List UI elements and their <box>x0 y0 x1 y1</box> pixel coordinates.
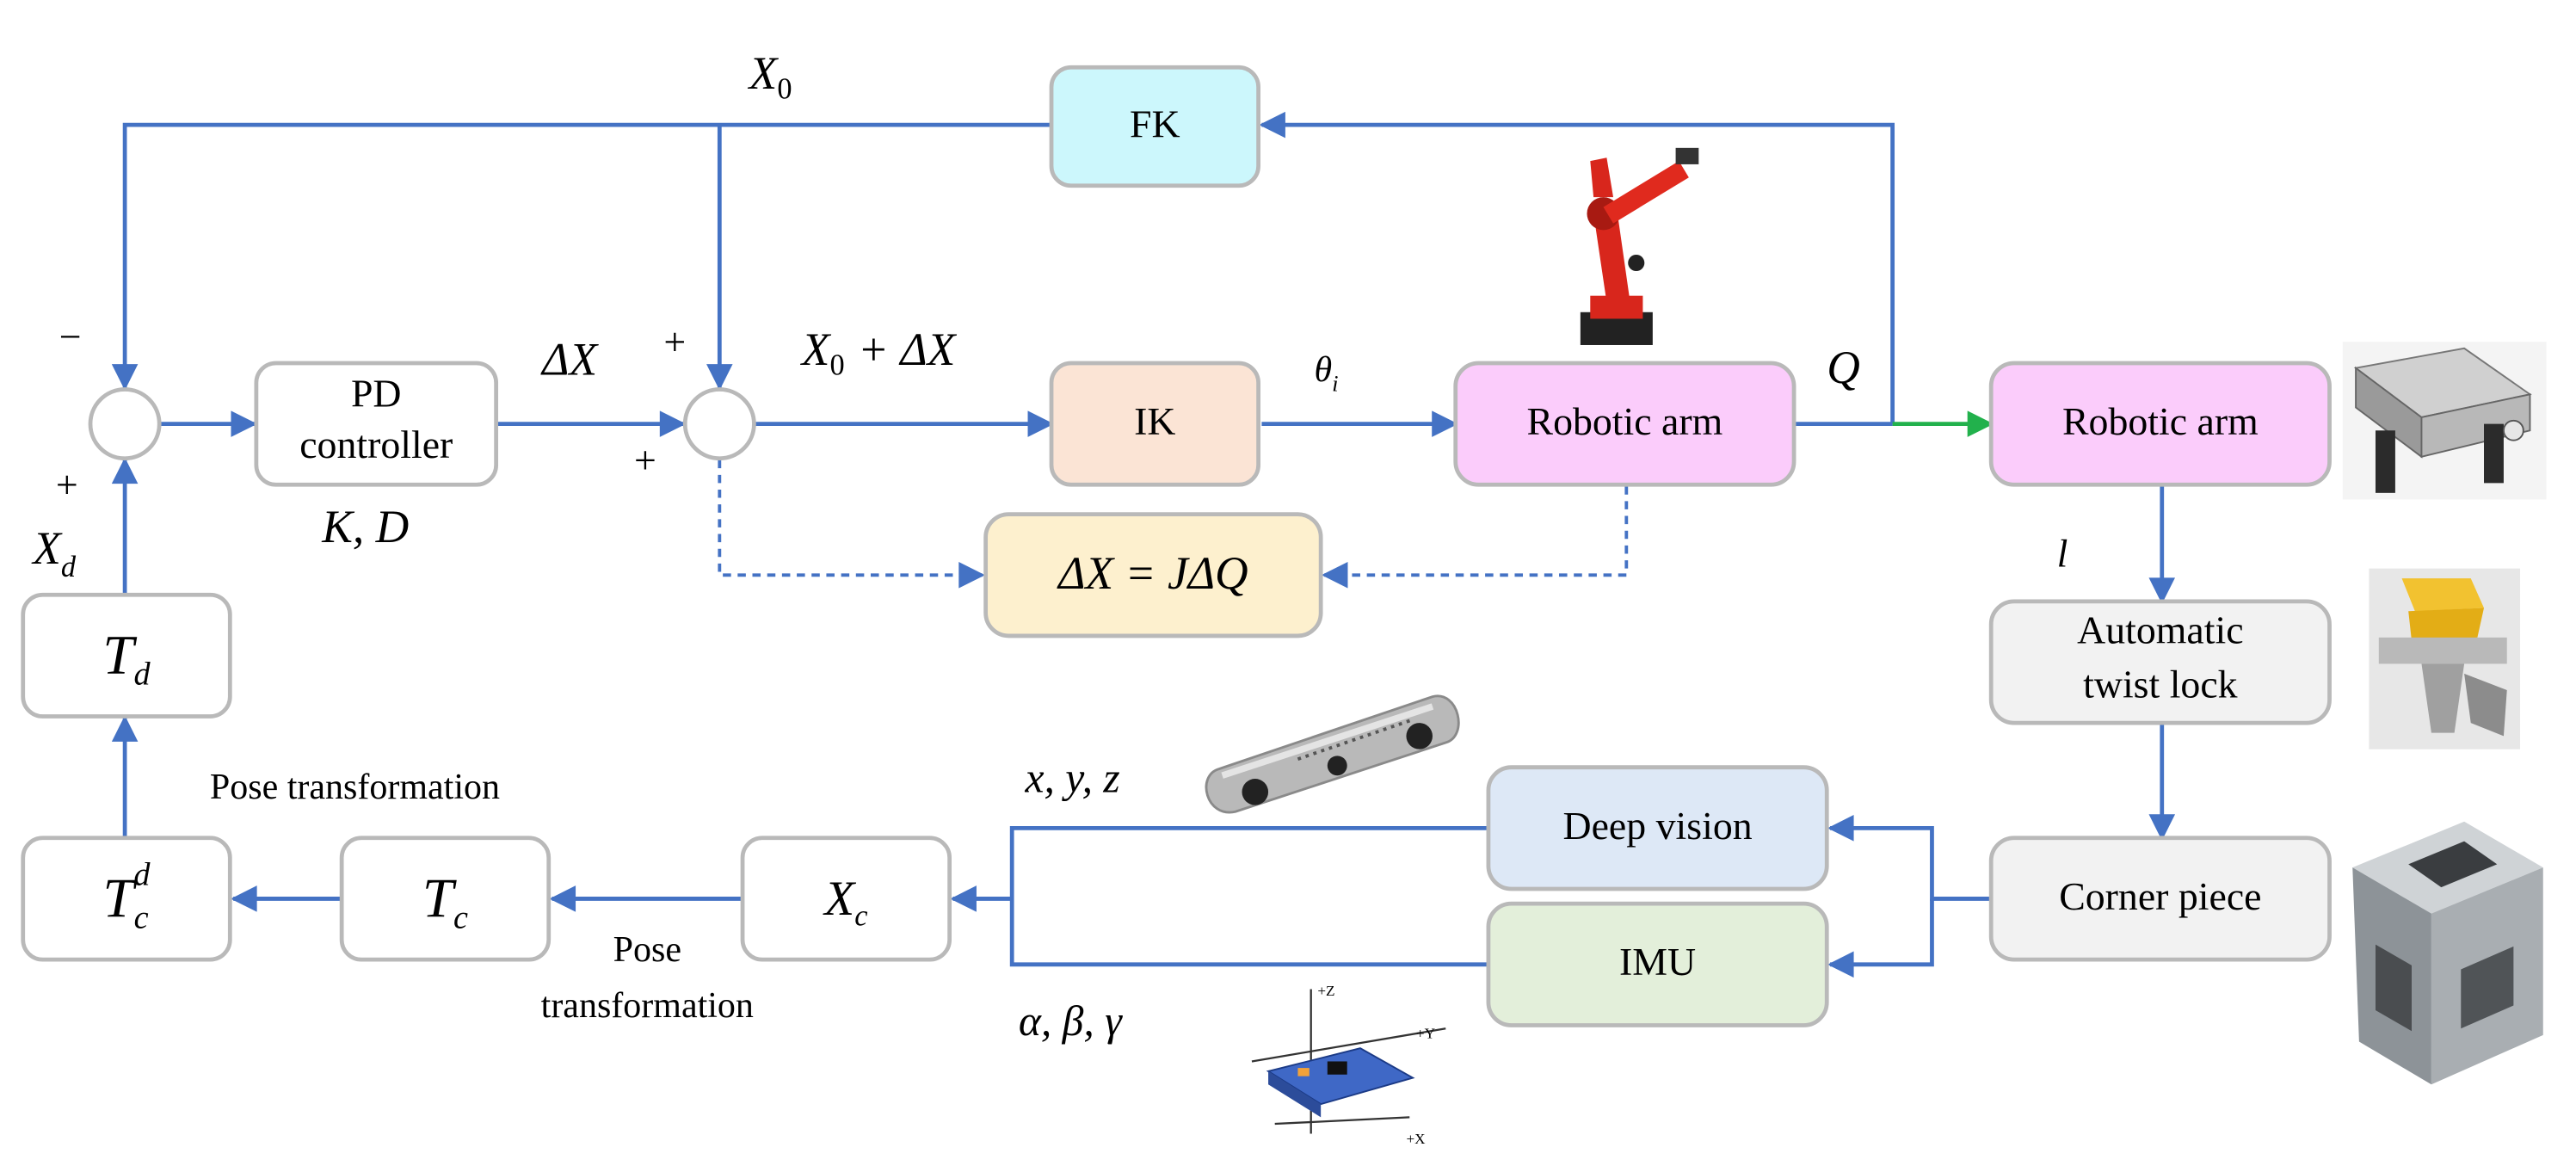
xc-block: Xc <box>740 836 952 962</box>
summing-junction-2 <box>682 387 756 461</box>
xc-label: Xc <box>823 872 867 932</box>
summing-junction-1 <box>88 387 162 461</box>
gripper-image <box>2342 342 2547 500</box>
wire-corner-to-imu <box>1827 898 1934 978</box>
l-label: l <box>2057 532 2068 576</box>
depth-camera-image <box>1205 694 1460 814</box>
pose-transformation-top: Pose transformation <box>210 768 500 807</box>
x0-label: X0 <box>748 47 792 105</box>
pd-label-line1: PD <box>351 372 402 416</box>
twist-lock-image <box>2369 568 2521 749</box>
imu-label: IMU <box>1619 940 1696 984</box>
theta-i-label: θi <box>1315 350 1339 396</box>
ik-block: IK <box>1049 361 1260 487</box>
q-label: Q <box>1827 342 1860 393</box>
xd-label: Xd <box>31 522 77 583</box>
wire-dashed-right <box>1321 486 1629 589</box>
minus-sign-sum1: − <box>59 315 82 359</box>
pd-params-label: K, D <box>321 501 409 552</box>
corner-casting-image <box>2352 821 2543 1085</box>
twist-lock-label-line2: twist lock <box>2083 663 2238 706</box>
td-label: Td <box>102 624 151 692</box>
corner-piece-block: Corner piece <box>1988 836 2332 962</box>
pd-label-line2: controller <box>299 423 453 466</box>
angles-label: α, β, γ <box>1019 997 1123 1045</box>
wire-corner-to-deepvision <box>1827 815 1992 901</box>
plus-sign-sum2-left: + <box>634 438 656 482</box>
wire-q-to-fk <box>1259 111 1895 424</box>
robot-arm-image <box>1580 147 1699 345</box>
wire-fk-out <box>111 122 1052 391</box>
pose-transformation-bottom-1: Pose <box>613 930 681 970</box>
deep-vision-label: Deep vision <box>1563 804 1753 848</box>
plus-sign-sum1: + <box>56 463 78 507</box>
jacobian-block: ΔX = JΔQ <box>983 512 1323 638</box>
imu-axis-x: +X <box>1406 1131 1426 1147</box>
imu-sensor-image: +Z +Y +X <box>1251 983 1446 1147</box>
wires <box>111 111 2176 978</box>
pd-controller-block: PD controller <box>254 361 499 487</box>
wire-imu-out <box>1009 898 1488 967</box>
tcd-block: Tcd <box>21 836 232 962</box>
xyz-label: x, y, z <box>1024 754 1119 801</box>
jacobian-label: ΔX = JΔQ <box>1057 547 1248 599</box>
pose-transformation-bottom-2: transformation <box>541 986 754 1026</box>
wire-deepvision-out <box>1009 825 1488 899</box>
robotic-arm-block-1: Robotic arm <box>1453 361 1796 487</box>
robotic-arm-block-2: Robotic arm <box>1988 361 2332 487</box>
fk-label: FK <box>1130 102 1180 145</box>
robotic-arm-label-2: Robotic arm <box>2062 399 2259 443</box>
twist-lock-label-line1: Automatic <box>2077 608 2243 652</box>
delta-x-label: ΔX <box>540 333 599 385</box>
imu-block: IMU <box>1486 901 1829 1027</box>
td-block: Td <box>21 592 232 719</box>
x0-plus-delta-x-label: X0+ ΔX <box>800 324 958 381</box>
robotic-arm-label-1: Robotic arm <box>1527 399 1723 443</box>
tcd-label: Tcd <box>103 856 151 935</box>
wire-dashed-left <box>718 460 985 589</box>
ik-label: IK <box>1134 399 1175 443</box>
twist-lock-block: Automatic twist lock <box>1988 599 2332 725</box>
deep-vision-block: Deep vision <box>1486 765 1829 891</box>
plus-sign-sum2-top: + <box>663 319 686 363</box>
fk-block: FK <box>1049 65 1260 188</box>
tc-label: Tc <box>422 867 468 935</box>
corner-piece-label: Corner piece <box>2059 874 2261 918</box>
imu-axis-y: +Y <box>1416 1026 1435 1042</box>
tc-block: Tc <box>339 836 552 962</box>
imu-axis-z: +Z <box>1317 983 1334 999</box>
